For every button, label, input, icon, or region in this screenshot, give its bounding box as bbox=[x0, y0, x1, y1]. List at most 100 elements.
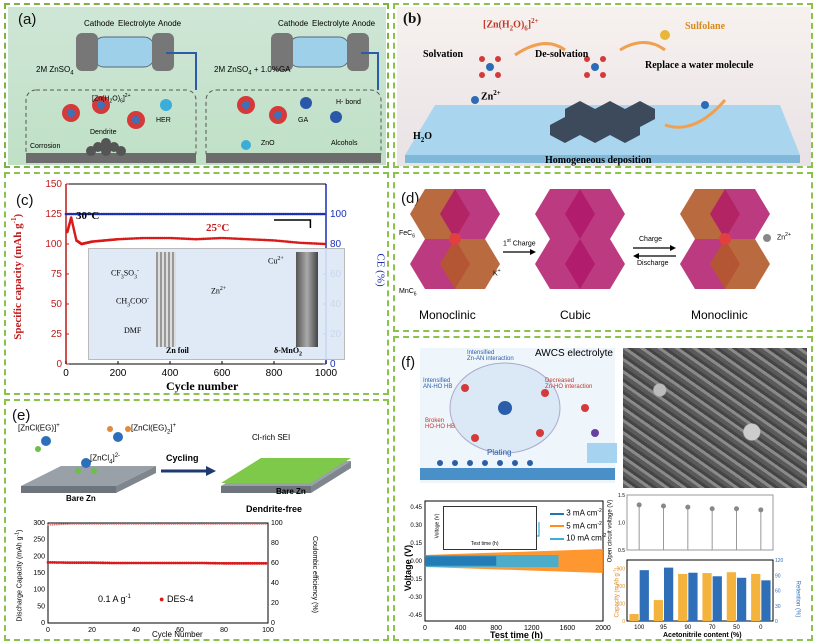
chart-c-point bbox=[291, 212, 294, 216]
chart-c-point bbox=[112, 212, 116, 216]
chart-e-point bbox=[231, 523, 234, 525]
chart-c-point bbox=[207, 212, 211, 216]
chart-c-point bbox=[168, 236, 172, 240]
chart-c-point bbox=[185, 237, 189, 241]
chart-e-point bbox=[47, 524, 49, 526]
chart-c-point bbox=[239, 237, 242, 241]
chart-e-point bbox=[147, 561, 151, 565]
chart-c-point bbox=[248, 237, 252, 241]
chart-f2-bar-retention bbox=[761, 580, 771, 621]
chart-e-point bbox=[242, 523, 245, 525]
chart-e-point bbox=[64, 523, 67, 526]
chart-c-point bbox=[317, 212, 320, 216]
chart-e-xtick-label: 0 bbox=[46, 627, 50, 634]
chart-c-point bbox=[150, 212, 153, 216]
chart-e-point bbox=[117, 561, 120, 565]
chart-c-y2tick-label: 80 bbox=[330, 239, 342, 250]
chart-e-point bbox=[194, 561, 197, 565]
chart-e-point bbox=[77, 561, 81, 565]
chart-c-point bbox=[235, 237, 239, 240]
zno-label: ZnO bbox=[261, 140, 275, 147]
chart-e-point bbox=[75, 523, 78, 525]
chart-c-point bbox=[83, 212, 86, 216]
chart-c-point bbox=[161, 236, 164, 240]
chart-c-point bbox=[229, 237, 233, 240]
chart-e-point bbox=[169, 561, 173, 565]
chart-e-point bbox=[251, 523, 254, 525]
chart-e-point bbox=[130, 523, 133, 525]
sem-image bbox=[623, 348, 807, 488]
chart-e-point bbox=[224, 561, 228, 565]
chart-f-ytick-label: 0.15 bbox=[410, 541, 422, 547]
chart-c-point bbox=[94, 212, 98, 216]
chart-e-point bbox=[62, 523, 65, 526]
chart-e-point bbox=[108, 523, 111, 525]
chart-e-point bbox=[102, 523, 104, 525]
chart-e-point bbox=[154, 561, 158, 565]
chart-c-point bbox=[306, 241, 309, 245]
chart-c-y2tick-label: 0 bbox=[330, 359, 336, 370]
chart-c-point bbox=[285, 212, 289, 216]
chart-e-point bbox=[203, 523, 206, 525]
chart-e-point bbox=[121, 561, 125, 565]
chart-e-point bbox=[256, 523, 258, 525]
chart-e-point bbox=[222, 561, 226, 565]
chart-f2-ytick-label: 100 bbox=[617, 602, 626, 608]
chart-c-point bbox=[172, 212, 176, 216]
chart-f2-y2tick-label: 60 bbox=[775, 589, 781, 595]
chart-e-point bbox=[207, 561, 211, 565]
chart-f-ytick-label: -0.30 bbox=[408, 595, 422, 601]
chart-e-point bbox=[205, 523, 208, 525]
chart-c-point bbox=[101, 212, 105, 216]
chart-e-point bbox=[128, 561, 131, 565]
chart-c-point bbox=[183, 212, 187, 216]
chart-c-point bbox=[317, 242, 320, 245]
chart-e-point bbox=[75, 561, 78, 565]
chart-f2-ytick-label: 0 bbox=[622, 619, 625, 625]
chart-e-point bbox=[196, 561, 200, 565]
hbond-label: H- bond bbox=[336, 99, 361, 106]
chart-c-point bbox=[86, 212, 90, 216]
chart-e-point bbox=[139, 561, 142, 565]
chart-c-xtick-label: 400 bbox=[162, 368, 179, 379]
electrolyte-label-2: Electrolyte bbox=[312, 19, 350, 28]
chart-c-point bbox=[135, 237, 138, 240]
chart-e-point bbox=[236, 523, 239, 525]
panel-b-label: (b) bbox=[403, 11, 422, 27]
chart-e-point bbox=[150, 561, 153, 565]
panel-f-label: (f) bbox=[401, 354, 416, 371]
chart-e-point bbox=[216, 523, 219, 525]
chart-e-point bbox=[227, 561, 230, 565]
chart-c-point bbox=[246, 212, 250, 216]
chart-e-point bbox=[81, 561, 85, 565]
chart-c-point bbox=[198, 237, 202, 241]
chart-e-point bbox=[137, 523, 140, 525]
chart-c-point bbox=[79, 212, 83, 216]
chart-c-point bbox=[319, 212, 322, 216]
chart-e-point bbox=[181, 523, 184, 525]
chart-e-point bbox=[194, 523, 197, 525]
chart-c-point bbox=[164, 236, 168, 240]
chart-c-point bbox=[254, 212, 257, 216]
chart-c-point bbox=[213, 237, 216, 240]
chart-e-point bbox=[51, 523, 54, 526]
chart-c-point bbox=[124, 237, 127, 241]
cell-2-electrolyte: 2M ZnSO4 + 1.0%GA bbox=[214, 65, 291, 77]
bare-zn-label-2: Bare Zn bbox=[276, 487, 306, 496]
chart-c-point bbox=[237, 237, 241, 241]
chart-e-point bbox=[48, 560, 52, 564]
chart-e-point bbox=[77, 523, 80, 525]
her-label: HER bbox=[156, 117, 171, 124]
chart-e-point bbox=[121, 523, 124, 525]
cubic-structure bbox=[535, 189, 625, 289]
chart-c-point bbox=[265, 212, 268, 216]
chart-c-point bbox=[246, 237, 250, 241]
panel-a-label: (a) bbox=[18, 11, 37, 28]
chart-e-point bbox=[73, 561, 76, 565]
chart-c-point bbox=[261, 238, 265, 242]
cubic-label: Cubic bbox=[560, 308, 591, 322]
chart-c-point bbox=[85, 212, 88, 216]
dmf-label: DMF bbox=[124, 326, 142, 335]
chart-e-point bbox=[86, 561, 89, 565]
chart-e-xtick-label: 60 bbox=[176, 627, 184, 634]
